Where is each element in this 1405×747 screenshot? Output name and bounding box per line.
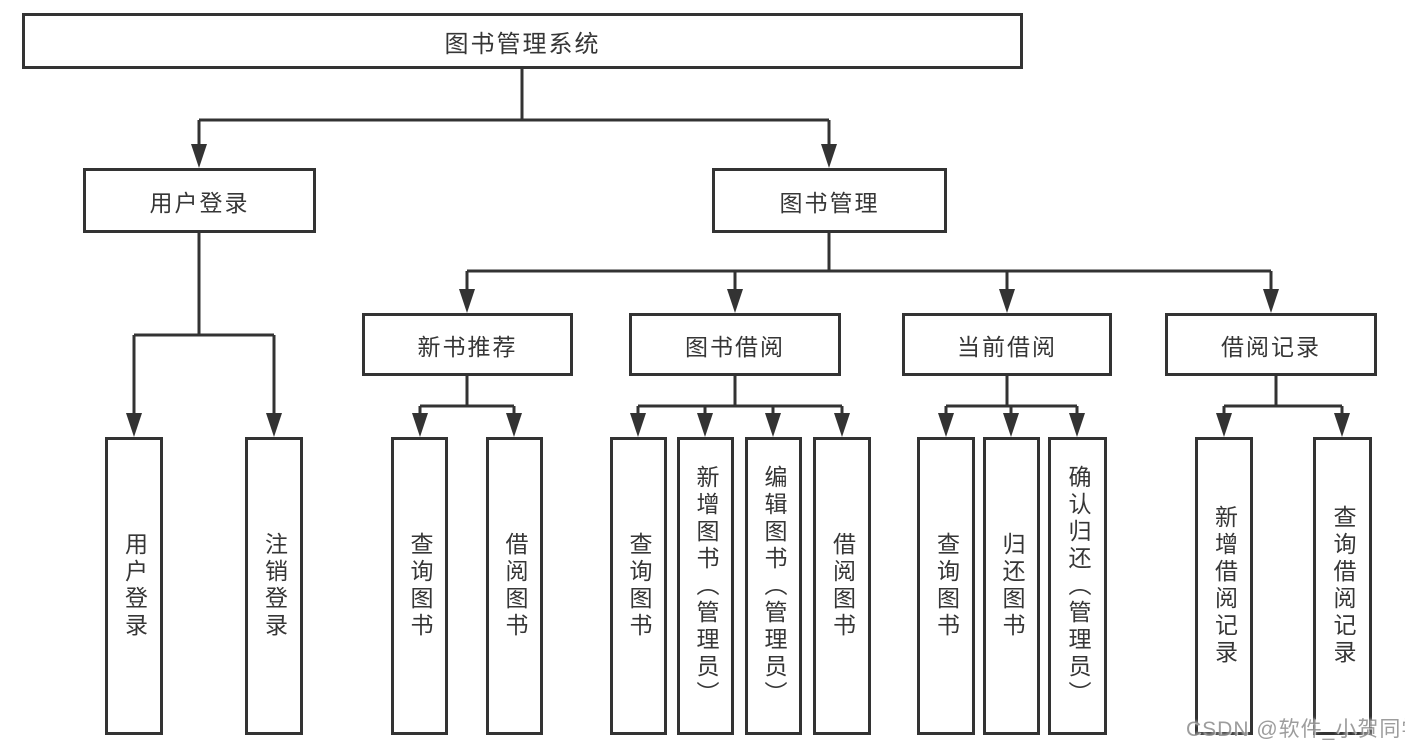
- leaf-current-query-books: 查询图书: [917, 437, 975, 735]
- connector-borrowing-records-split: [1222, 376, 1344, 419]
- leaf-user-login-label: 用户登录: [121, 532, 148, 640]
- leaf-borrowing-query-books-label: 查询图书: [626, 532, 652, 640]
- leaf-borrowing-borrow-books-label: 借阅图书: [829, 532, 856, 640]
- leaf-current-confirm-return-admin-label: 确认归还（管理员）: [1065, 464, 1091, 708]
- leaf-borrowing-add-books-admin: 新增图书（管理员）: [677, 437, 734, 735]
- arrowhead-recommend-borrow: [506, 413, 522, 437]
- leaf-recommend-borrow-books-label: 借阅图书: [502, 532, 528, 640]
- arrowhead-user-login: [191, 144, 207, 168]
- connector-current-borrowing-split: [944, 376, 1079, 419]
- arrowhead-records-add: [1216, 413, 1232, 437]
- leaf-borrowing-query-books: 查询图书: [610, 437, 667, 735]
- node-book-management: 图书管理: [712, 168, 947, 233]
- connector-new-book-recommend-split: [418, 376, 516, 419]
- leaf-logout: 注销登录: [245, 437, 303, 735]
- arrowhead-book-borrowing: [727, 289, 743, 313]
- leaf-records-add-record: 新增借阅记录: [1195, 437, 1253, 735]
- arrowhead-borrowing-query: [630, 413, 646, 437]
- arrowhead-current-query: [938, 413, 954, 437]
- connector-book-management-split: [465, 233, 1273, 295]
- leaf-borrowing-add-books-admin-label: 新增图书（管理员）: [693, 464, 719, 708]
- node-borrowing-records: 借阅记录: [1165, 313, 1377, 376]
- node-user-login: 用户登录: [83, 168, 316, 233]
- leaf-current-return-books-label: 归还图书: [999, 532, 1025, 640]
- leaf-user-login: 用户登录: [105, 437, 163, 735]
- node-book-borrowing: 图书借阅: [629, 313, 841, 376]
- node-current-borrowing: 当前借阅: [902, 313, 1112, 376]
- arrowhead-current-confirm: [1069, 413, 1085, 437]
- leaf-logout-label: 注销登录: [261, 532, 288, 640]
- node-new-book-recommend: 新书推荐: [362, 313, 573, 376]
- leaf-records-add-record-label: 新增借阅记录: [1211, 505, 1238, 667]
- leaf-records-query-record: 查询借阅记录: [1313, 437, 1372, 735]
- connector-book-borrowing-split: [636, 376, 844, 419]
- leaf-borrowing-edit-books-admin-label: 编辑图书（管理员）: [761, 464, 787, 708]
- arrowhead-records-query: [1334, 413, 1350, 437]
- leaf-recommend-borrow-books: 借阅图书: [486, 437, 543, 735]
- leaf-recommend-query-books-label: 查询图书: [407, 532, 433, 640]
- leaf-records-query-record-label: 查询借阅记录: [1330, 505, 1356, 667]
- leaf-borrowing-edit-books-admin: 编辑图书（管理员）: [745, 437, 802, 735]
- leaf-current-return-books: 归还图书: [983, 437, 1040, 735]
- arrowhead-borrowing-borrow: [834, 413, 850, 437]
- arrowhead-borrowing-records: [1263, 289, 1279, 313]
- leaf-current-query-books-label: 查询图书: [933, 532, 960, 640]
- arrowhead-leaf-user-login: [126, 413, 142, 437]
- arrowhead-new-book-recommend: [459, 289, 475, 313]
- leaf-borrowing-borrow-books: 借阅图书: [813, 437, 871, 735]
- arrowhead-current-return: [1003, 413, 1019, 437]
- arrowhead-recommend-query: [412, 413, 428, 437]
- arrowhead-book-management: [821, 144, 837, 168]
- watermark: CSDN @软件_小贺同学: [1186, 718, 1405, 741]
- leaf-current-confirm-return-admin: 确认归还（管理员）: [1048, 437, 1107, 735]
- arrowhead-borrowing-add: [697, 413, 713, 437]
- connector-root-split: [197, 69, 831, 148]
- arrowhead-borrowing-edit: [765, 413, 781, 437]
- leaf-recommend-query-books: 查询图书: [391, 437, 448, 735]
- node-library-management-system: 图书管理系统: [22, 13, 1023, 69]
- connector-user-login-split: [132, 233, 276, 419]
- arrowhead-current-borrowing: [999, 289, 1015, 313]
- arrowhead-leaf-logout: [266, 413, 282, 437]
